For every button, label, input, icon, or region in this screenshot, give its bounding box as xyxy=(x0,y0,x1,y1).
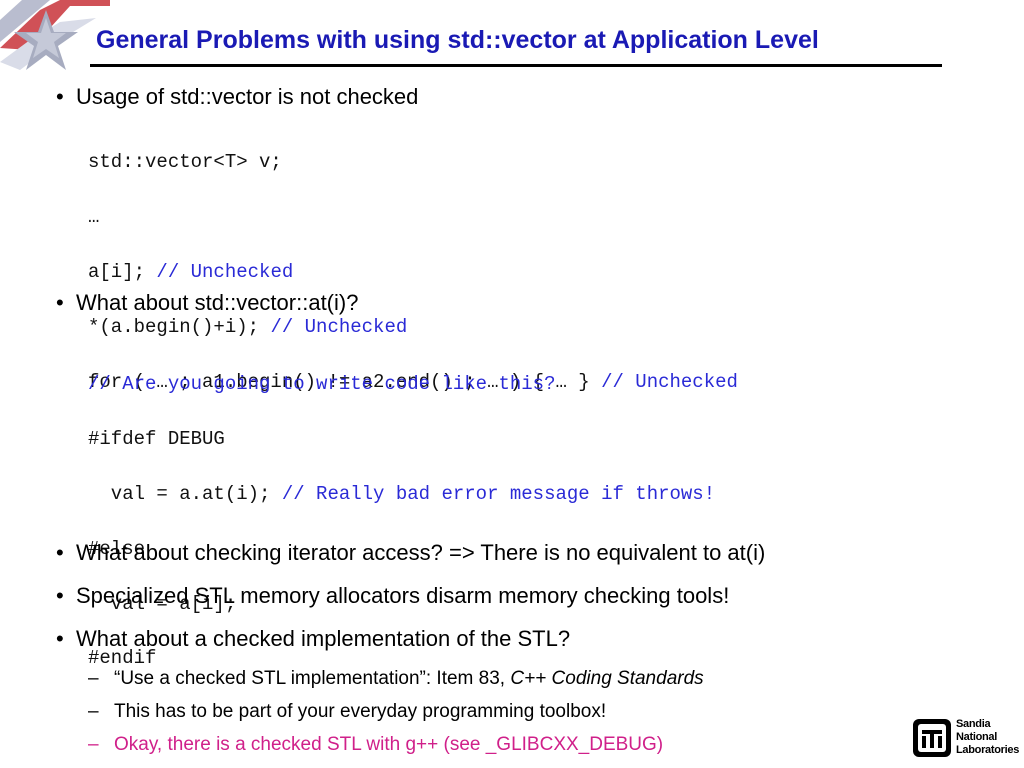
sub-item-highlight: –Okay, there is a checked STL with g++ (… xyxy=(88,734,663,756)
code-line: // Are you going to write code like this… xyxy=(88,373,556,396)
sub-item-text: Okay, there is a checked STL with g++ (s… xyxy=(114,734,664,755)
code-line: #endif xyxy=(88,647,157,670)
bullet-dot-icon: • xyxy=(56,583,64,608)
bullet-item: • What about checking iterator access? =>… xyxy=(56,540,765,566)
bullet-dot-icon: • xyxy=(56,540,64,565)
bullet-item: • Specialized STL memory allocators disar… xyxy=(56,583,729,609)
code-line: for ( … ; a1.begin() != a2.end() ; … ) {… xyxy=(88,370,738,393)
code-line: … xyxy=(88,206,100,229)
bullet-text: Specialized STL memory allocators disarm… xyxy=(76,583,730,608)
code-line: a[i]; // Unchecked xyxy=(88,261,294,284)
sub-item-text: “Use a checked STL implementation”: Item… xyxy=(114,668,511,689)
title-divider xyxy=(90,64,942,67)
bullet-text: Usage of std::vector is not checked xyxy=(76,84,419,109)
dash-icon: – xyxy=(88,668,99,689)
sub-item-text: This has to be part of your everyday pro… xyxy=(114,701,607,722)
bullet-item: • What about a checked implementation of … xyxy=(56,626,570,652)
dash-icon: – xyxy=(88,701,99,722)
bullet-item: • What about std::vector::at(i)? xyxy=(56,290,358,316)
logo-line-1: Sandia xyxy=(956,718,991,730)
code-line: #else xyxy=(88,537,146,560)
bullet-text: What about checking iterator access? => … xyxy=(76,540,766,565)
star-flag-logo-icon xyxy=(0,0,110,70)
bullet-dot-icon: • xyxy=(56,84,64,109)
logo-line-2: National xyxy=(956,731,997,743)
bullet-dot-icon: • xyxy=(56,626,64,651)
bullet-item: • Usage of std::vector is not checked xyxy=(56,84,418,110)
dash-icon: – xyxy=(88,734,99,755)
bullet-dot-icon: • xyxy=(56,290,64,315)
code-block: // Are you going to write code like this… xyxy=(88,344,715,700)
book-title: C++ Coding Standards xyxy=(510,668,704,689)
sub-item: –This has to be part of your everyday pr… xyxy=(88,701,606,723)
code-line: *(a.begin()+i); // Unchecked xyxy=(88,315,408,338)
bullet-text: What about a checked implementation of t… xyxy=(76,626,571,651)
sub-item: –“Use a checked STL implementation”: Ite… xyxy=(88,668,704,690)
sandia-logo: Sandia National Laboratories xyxy=(912,716,1019,760)
sandia-thunderbird-icon xyxy=(913,719,951,757)
code-block: std::vector<T> v; … a[i]; // Unchecked *… xyxy=(88,122,738,423)
code-line: #ifdef DEBUG xyxy=(88,428,225,451)
code-line: val = a[i]; xyxy=(88,592,237,615)
code-line: std::vector<T> v; xyxy=(88,151,282,174)
slide-title: General Problems with using std::vector … xyxy=(96,26,819,54)
logo-line-3: Laboratories xyxy=(956,744,1020,756)
code-line: val = a.at(i); // Really bad error messa… xyxy=(88,483,716,506)
bullet-text: What about std::vector::at(i)? xyxy=(76,290,359,315)
